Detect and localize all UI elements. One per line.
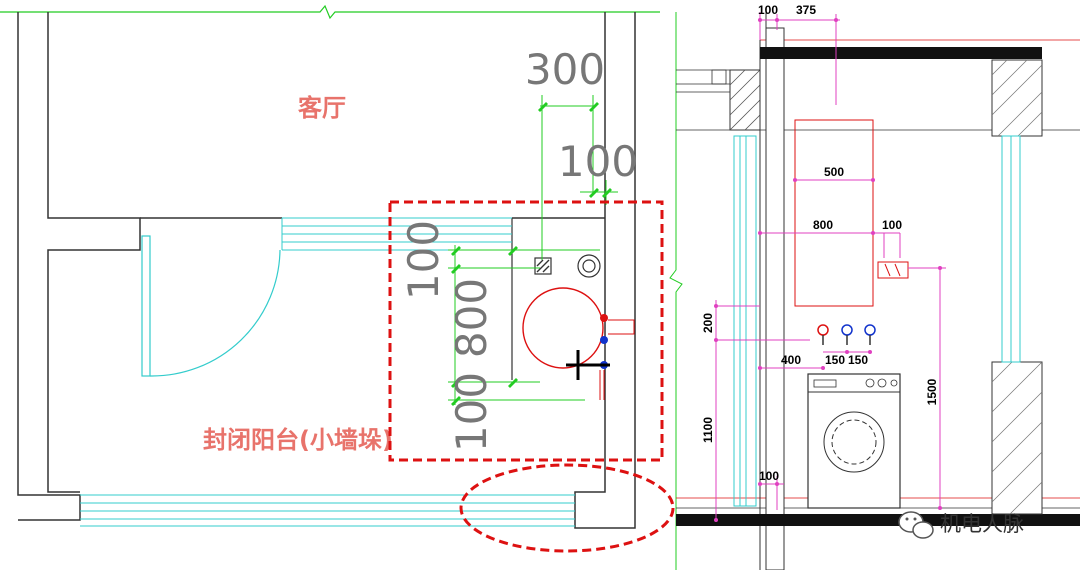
elev-dim-375: 375: [796, 3, 816, 17]
elev-dim-200: 200: [701, 313, 715, 333]
dimension-ticks: [451, 102, 612, 406]
hot-tap-icon: [817, 324, 829, 345]
highlight-ellipse: [459, 463, 675, 553]
cold-water-point: [600, 336, 608, 344]
socket-plan: [608, 319, 635, 335]
dim-v100-label: 100: [399, 220, 448, 300]
cold-tap-2-icon: [864, 324, 876, 345]
wechat-icon: [898, 511, 934, 539]
top-slab: [760, 47, 1042, 59]
elev-dim-1500: 1500: [925, 378, 939, 405]
dim-100-label: 100: [558, 137, 638, 186]
elev-window-frame: [676, 69, 730, 93]
elev-dim-500: 500: [824, 165, 844, 179]
room-label-living: 客厅: [298, 94, 346, 122]
right-wall: [574, 12, 636, 529]
hatch-lines-left: [729, 69, 761, 131]
elev-dim-ticks: [714, 18, 942, 522]
elev-dim-100-socket: 100: [882, 218, 902, 232]
dim-v800-label: 800: [447, 278, 496, 358]
elev-dim-1100: 1100: [701, 417, 715, 443]
washing-machine-icon: [807, 373, 901, 509]
plan-dimension-lines: [448, 95, 618, 405]
hatch-wall-right-bottom: [991, 361, 1043, 515]
dim-v100b-label: 100: [447, 372, 496, 452]
watermark-text: 机电人脉: [940, 512, 1024, 536]
elev-dimension-lines: [715, 12, 946, 522]
elev-dim-150-b: 150: [848, 353, 868, 367]
bottom-slab: [676, 514, 1080, 526]
hatch-wall-right-top: [991, 59, 1043, 137]
elev-dim-100-top: 100: [758, 3, 778, 17]
highlight-box: [388, 200, 664, 462]
watermark: 机电人脉: [898, 511, 1024, 539]
elev-column: [765, 27, 785, 570]
room-label-balcony: 封闭阳台(小墙垛): [203, 426, 393, 454]
elev-dim-800: 800: [813, 218, 833, 232]
break-line-vertical: [669, 12, 683, 570]
floor-plan: 300 100 100 800 100 客厅 封闭阳台(小墙垛): [0, 4, 683, 570]
partition-glass: [281, 217, 512, 251]
cross-marker-icon: [566, 350, 610, 380]
socket-icon: [877, 261, 909, 279]
elevation-view: 100 375 500 800 100 200 1100 1500 400 15…: [676, 3, 1080, 570]
elev-dim-400: 400: [781, 353, 801, 367]
elev-glass-left: [733, 135, 757, 507]
break-line: [0, 4, 660, 20]
elev-dim-150-a: 150: [825, 353, 845, 367]
wall-cabinet: [794, 119, 874, 307]
elev-glass-right: [1001, 135, 1021, 363]
hatch-lines-right: [991, 59, 1043, 515]
balcony-glass: [80, 494, 575, 527]
cold-tap-icon: [841, 324, 853, 345]
hot-water-point: [600, 314, 608, 322]
elev-dim-100-bottom: 100: [759, 469, 779, 483]
dim-300-label: 300: [525, 45, 605, 94]
left-wall-inner: [47, 12, 141, 493]
left-wall: [17, 12, 81, 521]
door-swing: [141, 235, 281, 377]
washing-machine-plan: [522, 287, 604, 369]
drain-icon: [577, 254, 601, 278]
